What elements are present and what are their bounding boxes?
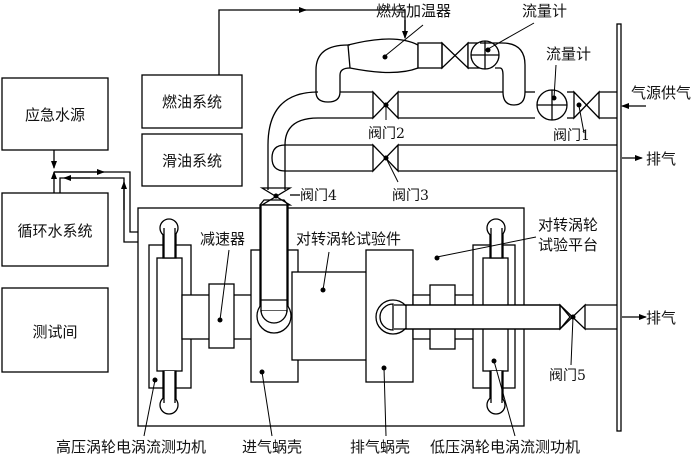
leader-lines <box>143 22 585 437</box>
emergency-water-label: 应急水源 <box>25 106 85 124</box>
inlet-volute <box>250 199 299 383</box>
valve-1-label: 阀门1 <box>553 128 590 144</box>
fuel-line <box>218 7 408 75</box>
circulating-water-box: 循环水系统 <box>1 192 109 267</box>
valve-4 <box>259 187 300 206</box>
platform-label-line2: 试验平台 <box>538 236 598 254</box>
fuel-system-label: 燃油系统 <box>162 93 222 111</box>
bypass-pipe <box>271 143 643 173</box>
test-room-box: 测试间 <box>1 287 109 373</box>
lube-system-label: 滑油系统 <box>162 152 222 170</box>
flowmeter-top-label: 流量计 <box>522 2 567 20</box>
flowmeter-top <box>470 40 500 70</box>
flowmeter-right-label: 流量计 <box>546 45 591 63</box>
hp-dynamometer <box>148 218 192 415</box>
test-piece <box>291 271 369 361</box>
hp-shaft <box>181 283 253 349</box>
exhaust-bottom-label: 排气 <box>646 309 676 327</box>
hp-dyno-label: 高压涡轮电涡流测功机 <box>56 438 206 456</box>
fuel-system-box: 燃油系统 <box>141 74 243 129</box>
flowmeter-right <box>536 89 568 121</box>
valve-4-label: 阀门4 <box>300 188 337 204</box>
circulating-water-label: 循环水系统 <box>17 222 92 240</box>
combustion-heater-label: 燃烧加温器 <box>376 2 451 20</box>
heater-coupler <box>417 42 443 69</box>
manifold-wall <box>616 23 622 432</box>
lube-system-box: 滑油系统 <box>141 133 243 187</box>
valve-5-label: 阀门5 <box>549 368 586 384</box>
reducer-label: 减速器 <box>200 230 245 248</box>
test-piece-label: 对转涡轮试验件 <box>296 230 401 248</box>
water-lines <box>51 150 138 243</box>
heater-loop <box>315 38 526 106</box>
exhaust-volute-label: 排气蜗壳 <box>350 438 410 456</box>
lp-dyno-label: 低压涡轮电涡流测功机 <box>430 438 580 456</box>
reducer <box>208 283 235 349</box>
platform-label-line1: 对转涡轮 <box>538 216 598 234</box>
valve-3-label: 阀门3 <box>392 188 429 204</box>
exhaust-top-label: 排气 <box>646 150 676 168</box>
test-room-label: 测试间 <box>32 323 77 341</box>
exhaust-pipe <box>375 299 647 335</box>
valve-2-label: 阀门2 <box>368 126 405 142</box>
inlet-volute-label: 进气蜗壳 <box>242 438 302 456</box>
air-supply-label: 气源供气 <box>631 84 691 102</box>
emergency-water-box: 应急水源 <box>1 77 109 151</box>
supply-pipe <box>267 89 646 190</box>
